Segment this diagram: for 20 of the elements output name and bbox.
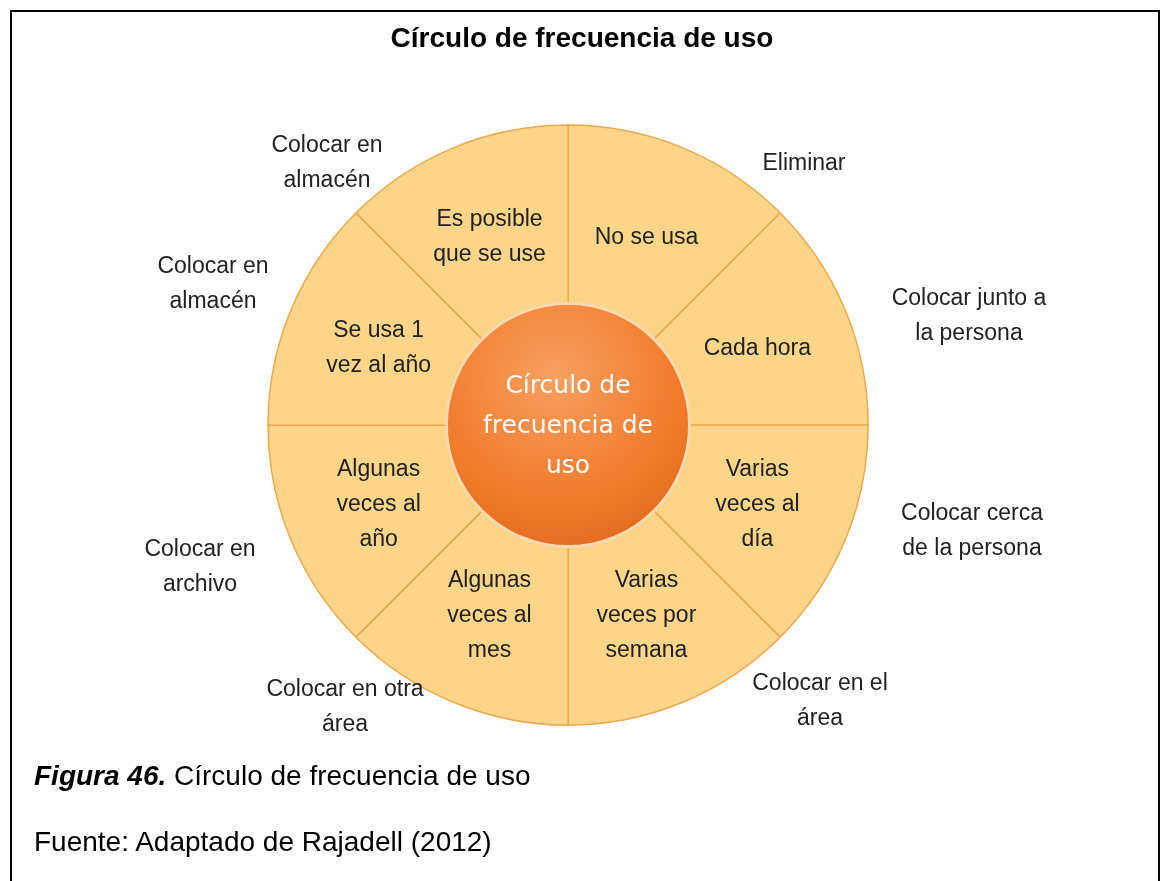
action-label: Colocar junto a la persona [890, 283, 1048, 347]
frequency-text: No se usa [593, 221, 700, 251]
action-label: Colocar en almacén [156, 251, 270, 315]
figure-caption: Figura 46. Círculo de frecuencia de uso [34, 760, 531, 792]
action-label: Colocar cerca de la persona [900, 498, 1044, 562]
action-label: Colocar en archivo [143, 534, 257, 598]
action-label: Colocar en otra área [265, 674, 425, 738]
frequency-text: Algunas veces al mes [446, 564, 533, 664]
action-label: Colocar en el área [751, 668, 889, 732]
source-note: Fuente: Adaptado de Rajadell (2012) [34, 826, 492, 858]
action-label: Eliminar [761, 147, 847, 177]
frequency-text: Cada hora [702, 332, 813, 362]
frequency-text: Algunas veces al año [335, 453, 422, 553]
center-text: Círculo de frecuencia de uso [483, 369, 653, 481]
frequency-text: Varias veces al día [714, 453, 801, 553]
frequency-text: Es posible que se use [432, 203, 547, 268]
frequency-text: Varias veces por semana [595, 564, 698, 664]
action-label: Colocar en almacén [270, 130, 384, 194]
diagram-title: Círculo de frecuencia de uso [389, 22, 775, 54]
frequency-text: Se usa 1 vez al año [325, 314, 432, 379]
